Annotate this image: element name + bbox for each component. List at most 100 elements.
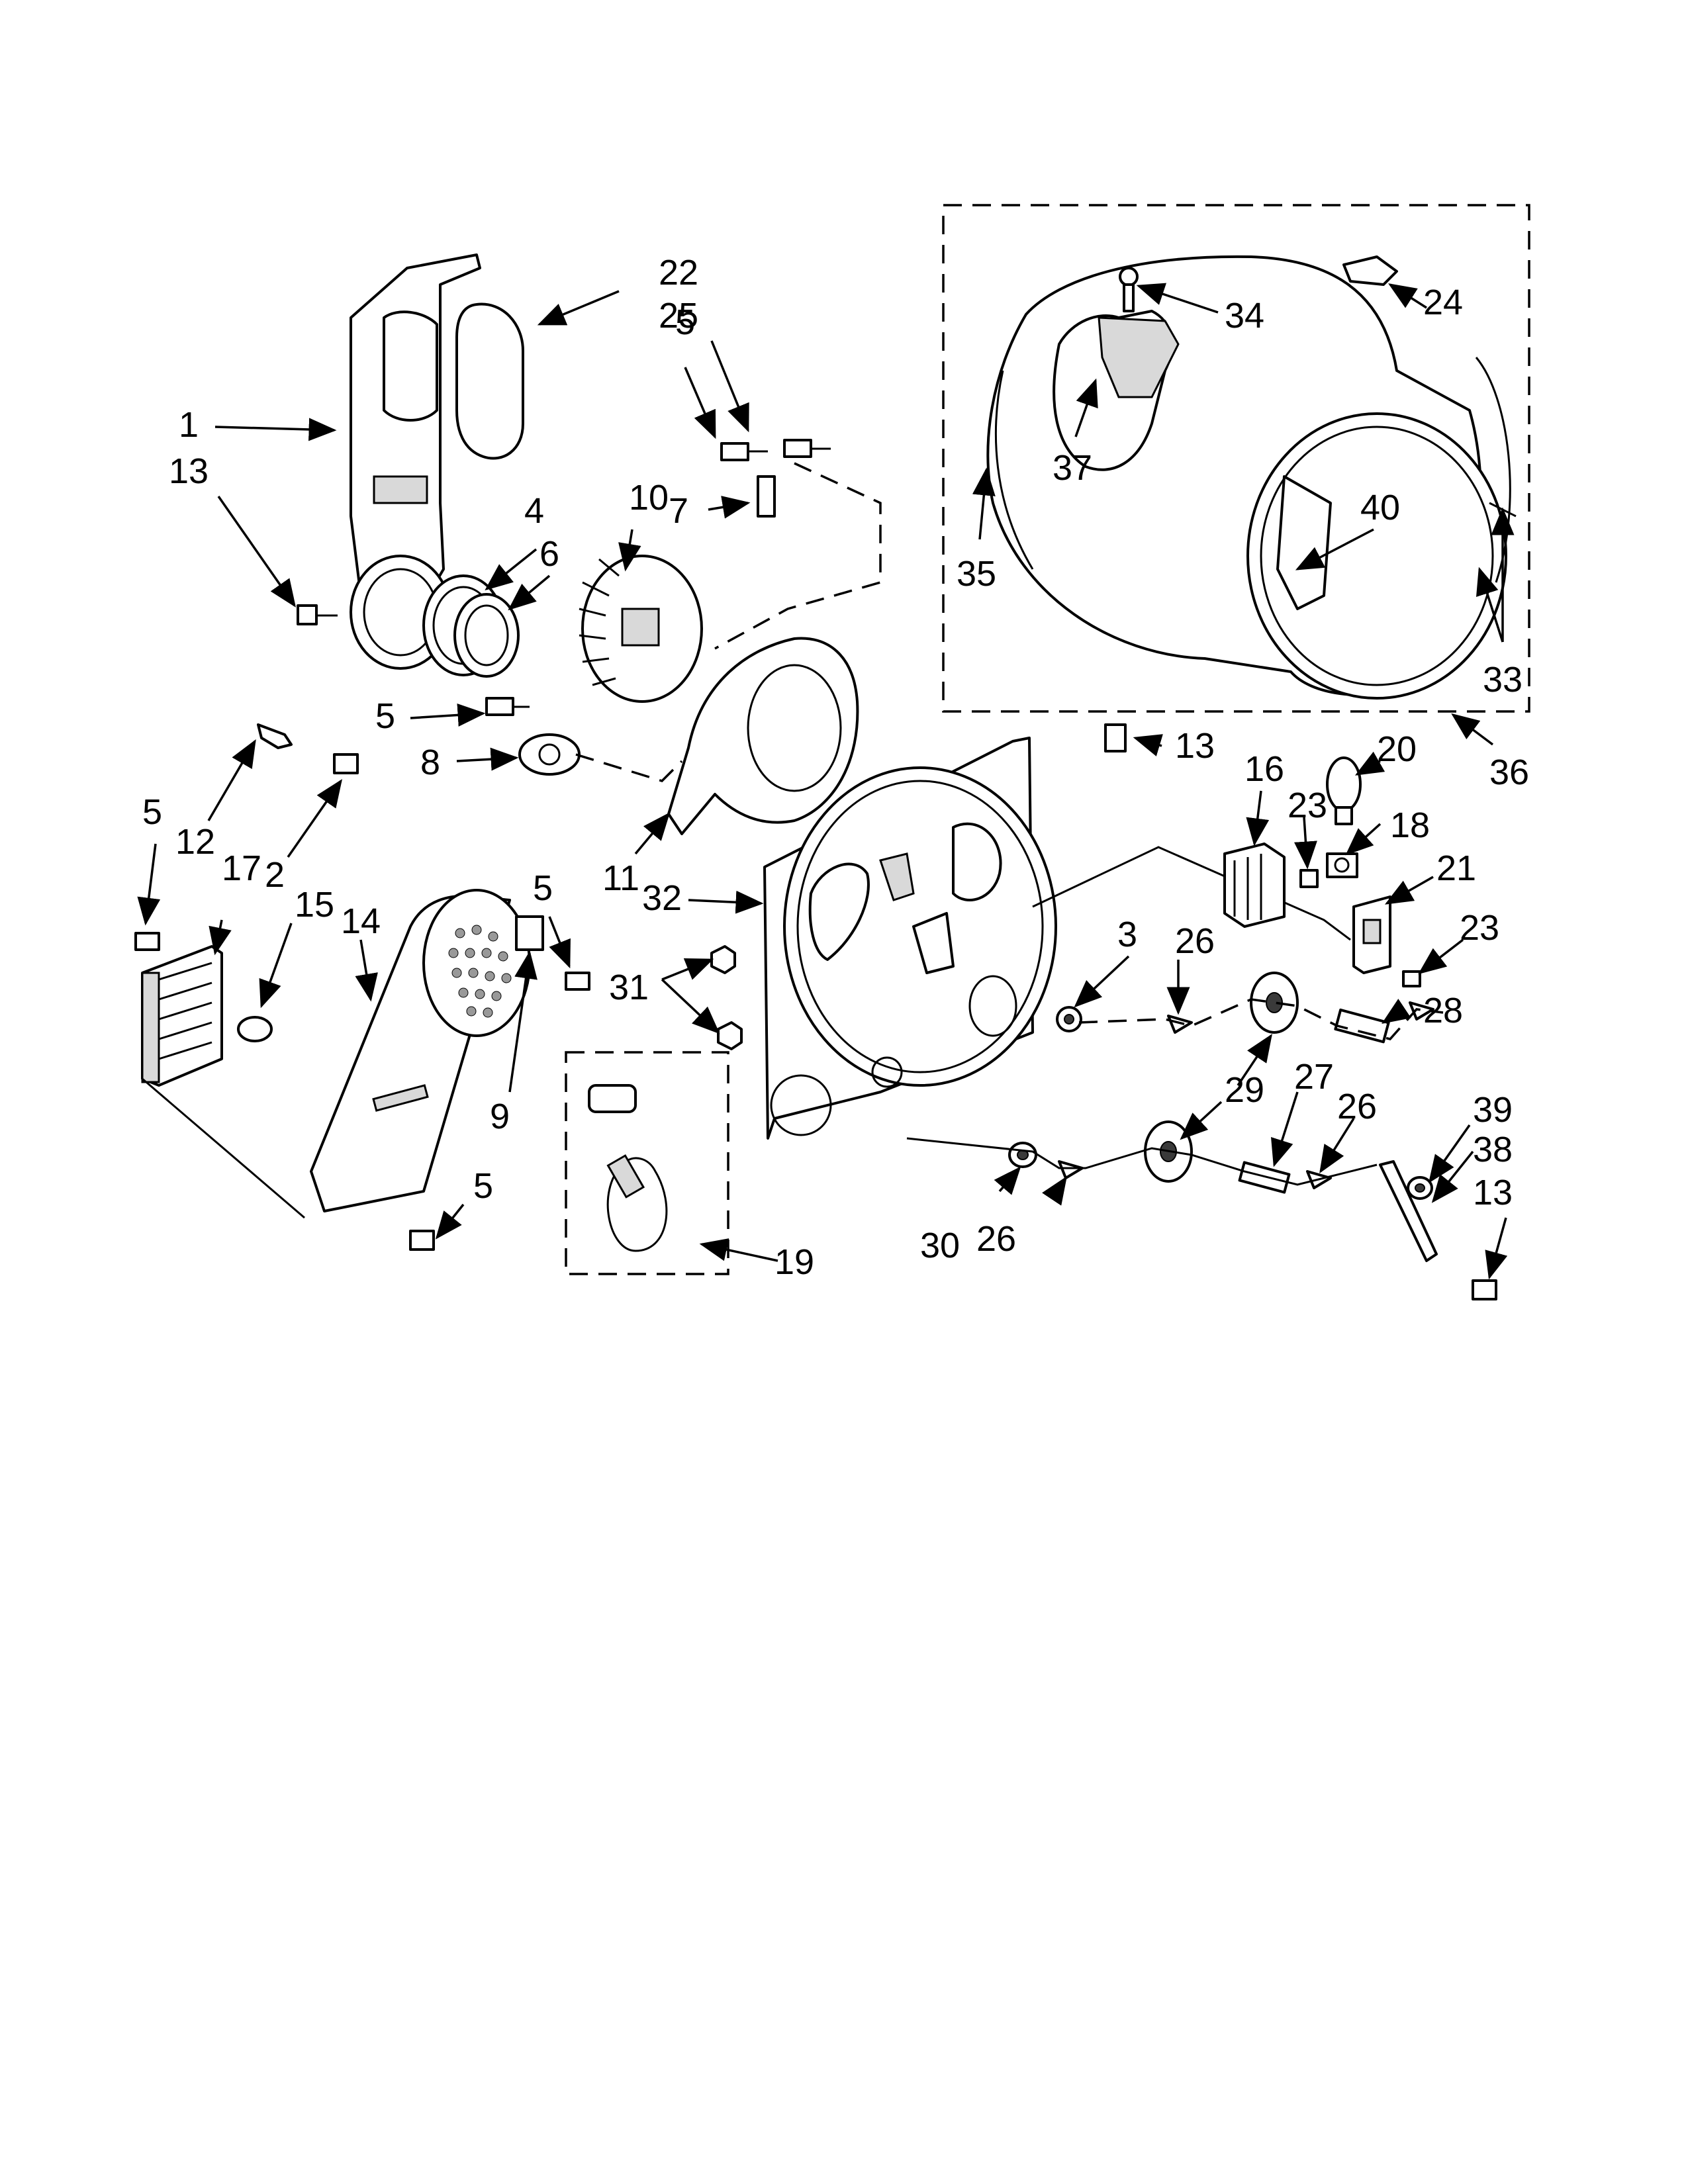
callout-39: 39 [1473,1090,1513,1130]
callout-24: 24 [1423,283,1463,322]
callout-23a: 23 [1288,786,1327,825]
callout-34: 34 [1225,296,1264,336]
screw-5-fuse [485,697,530,716]
screw-5-heater [134,932,160,951]
callout-5a: 5 [675,302,695,342]
screw-13-right [1472,1279,1497,1300]
callout-1: 1 [179,405,199,445]
washer-30 [1008,1142,1037,1168]
callout-labels: 1 2 3 4 5 5 5 5 5 6 7 8 9 10 11 12 13 13… [142,253,1529,1282]
socket-18 [1326,852,1358,878]
bracket-12 [257,723,293,749]
clip-26b [1409,1001,1434,1021]
callout-31: 31 [609,968,649,1007]
clip-9 [515,915,544,951]
callout-35: 35 [957,554,996,594]
heater-duct-14 [310,889,531,1212]
callout-8: 8 [420,743,440,782]
callout-40: 40 [1360,488,1400,527]
callout-26b: 26 [1337,1087,1377,1126]
callout-10: 10 [629,478,669,518]
drum-assembly-boundary [942,204,1530,713]
callout-14: 14 [341,901,381,941]
leader-lines [137,283,1515,1280]
heater-wire [142,1077,305,1219]
clip-26c [1058,1160,1084,1179]
callout-21: 21 [1436,848,1476,888]
terminal-block-16 [1223,842,1286,928]
callout-9: 9 [490,1097,510,1136]
drum-glide-24 [1342,255,1398,286]
wire-harness-top [714,462,882,650]
callout-28: 28 [1423,991,1463,1030]
callout-15: 15 [295,885,334,925]
bracket-21 [1352,895,1391,974]
callout-23b: 23 [1460,908,1499,948]
screw-top-5 [720,442,768,461]
callout-37: 37 [1053,448,1092,488]
power-cord-kit-boundary [565,1051,729,1275]
fuse-wire [575,753,683,782]
washer-3 [1056,1006,1082,1032]
shaft-line-lower [906,1137,1378,1186]
roller-29a [1250,972,1299,1034]
callout-33: 33 [1483,660,1523,700]
shaft-28 [1334,1008,1390,1044]
callout-36: 36 [1489,752,1529,792]
screw-top-25 [783,439,831,458]
washer-39 [1407,1176,1433,1200]
screw-23b [1402,970,1421,987]
bracket-38 [1379,1160,1438,1262]
callout-5d: 5 [533,868,553,908]
callout-2: 2 [265,855,285,895]
blower-housing [667,637,859,835]
heater-element-17 [141,945,223,1087]
callout-17: 17 [222,848,261,888]
blower-seal-6 [453,593,520,678]
screw-13-middle [1104,723,1127,752]
callout-27: 27 [1294,1057,1334,1097]
callout-5e: 5 [473,1166,493,1206]
callout-5b: 5 [375,696,395,736]
rear-bulkhead-32 [763,737,1057,1140]
callout-32: 32 [642,878,682,918]
rear-duct-panel [350,253,524,650]
callout-16: 16 [1244,749,1284,789]
callout-30: 30 [920,1226,960,1265]
callout-3: 3 [1117,915,1137,954]
callout-38: 38 [1473,1130,1513,1169]
screw-5-duct [565,972,590,991]
callout-12: 12 [175,822,215,862]
drum [986,255,1517,700]
callout-13a: 13 [169,451,209,491]
screw-13-left [297,604,338,625]
callout-6: 6 [539,534,559,574]
screw-34 [1119,267,1139,312]
callout-25: 25 [659,296,698,336]
callout-5c: 5 [142,792,162,832]
power-cord-19 [588,1084,668,1252]
thermostat-7 [757,475,776,518]
blower-wheel [579,555,703,703]
screw-23a [1299,869,1319,888]
callout-19: 19 [774,1242,814,1282]
callout-29: 29 [1225,1070,1264,1110]
callout-20: 20 [1377,729,1417,769]
thermal-fuse-8 [518,733,581,776]
clip-26a [1167,1015,1193,1034]
callout-26c: 26 [976,1219,1016,1259]
callout-13b: 13 [1175,726,1215,766]
callout-7: 7 [669,491,688,531]
callout-11: 11 [602,858,639,898]
callout-26a: 26 [1175,921,1215,961]
callout-22: 22 [659,253,698,293]
callout-4: 4 [524,491,544,531]
screw-2 [333,753,359,774]
callout-18: 18 [1390,805,1430,845]
bulb-20 [1326,756,1362,825]
nut-31b [717,1021,743,1050]
nut-31a [710,945,736,974]
callout-13c: 13 [1473,1173,1513,1212]
high-limit-thermostat-15 [237,1016,273,1042]
